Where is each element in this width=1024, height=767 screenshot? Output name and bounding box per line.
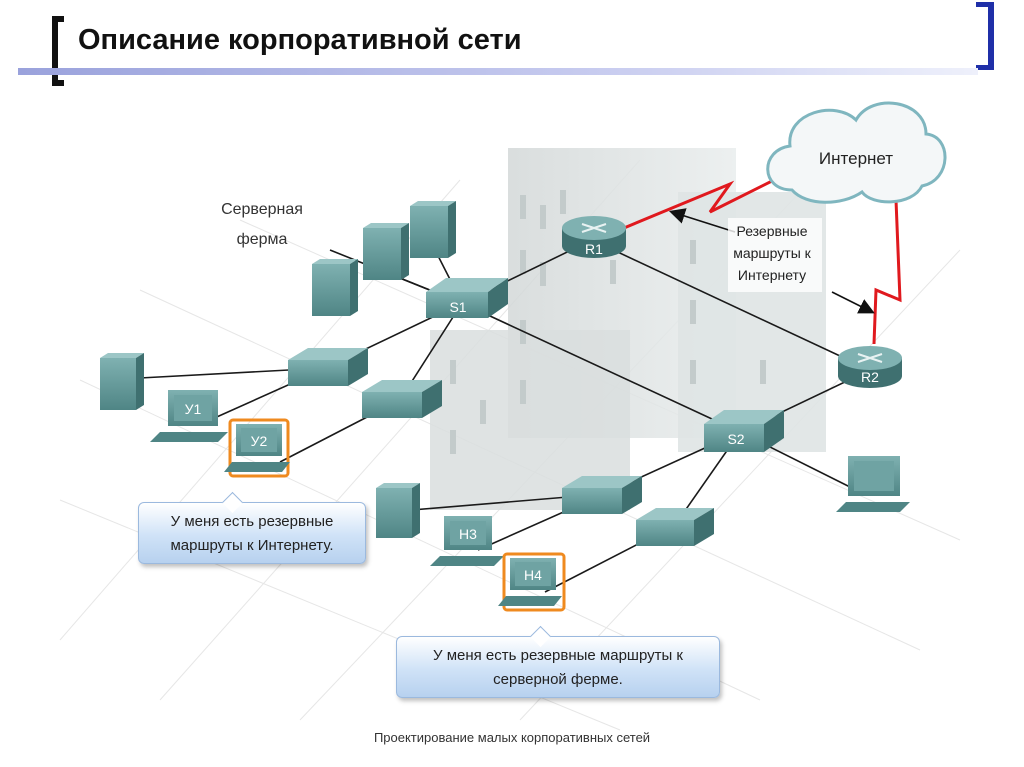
- server-farm-label: Серверная ферма: [221, 201, 303, 248]
- switch-icon: [636, 508, 714, 546]
- routers: R1 R2: [562, 216, 902, 388]
- title-underline: [18, 68, 978, 75]
- server-icon: [376, 483, 420, 538]
- callout-h4: У меня есть резервные маршруты к серверн…: [396, 625, 720, 698]
- router-r2-label: R2: [861, 369, 879, 385]
- workstations: У1 У2 Н3 Н4: [150, 390, 910, 612]
- callout-h4-line2: серверной ферме.: [493, 671, 623, 688]
- pc-y2-icon: У2: [224, 418, 290, 478]
- internet-label: Интернет: [819, 149, 893, 168]
- pc-h4-label: Н4: [524, 567, 542, 583]
- server-icon: [312, 259, 358, 316]
- pc-h3-label: Н3: [459, 526, 477, 542]
- router-r1-icon: R1: [562, 216, 626, 258]
- callout-y2: У меня есть резервные маршруты к Интерне…: [138, 491, 366, 564]
- switch-icon: [562, 476, 642, 514]
- wan-links: [623, 170, 902, 345]
- pc-y1-icon: У1: [150, 390, 228, 442]
- server-icon: [410, 201, 456, 258]
- pc-icon: [836, 456, 910, 512]
- router-r2-icon: R2: [838, 346, 902, 388]
- pc-y2-label: У2: [251, 433, 268, 449]
- switch-s1-icon: S1: [426, 278, 508, 318]
- title-bracket-left: [52, 16, 64, 86]
- switch-s2-icon: S2: [704, 410, 784, 452]
- router-r1-label: R1: [585, 241, 603, 257]
- callout-h4-line1: У меня есть резервные маршруты к: [433, 647, 683, 664]
- pc-h4-icon: Н4: [498, 552, 566, 612]
- svg-text:ферма: ферма: [237, 231, 288, 248]
- svg-text:Резервные: Резервные: [736, 223, 807, 239]
- slide-footer: Проектирование малых корпоративных сетей: [373, 730, 651, 745]
- switch-icon: [362, 380, 442, 418]
- pc-y1-label: У1: [185, 401, 202, 417]
- internet-cloud: Интернет: [766, 101, 947, 204]
- server-icon: [363, 223, 409, 280]
- svg-text:Интернету: Интернету: [738, 267, 806, 283]
- svg-text:Серверная: Серверная: [221, 201, 303, 218]
- switch-icon: [288, 348, 368, 386]
- slide-title: Описание корпоративной сети: [78, 24, 522, 56]
- callout-y2-line2: маршруты к Интернету.: [170, 537, 334, 554]
- backup-route-arrows: [668, 208, 875, 314]
- switches: S1 S2: [288, 278, 784, 546]
- title-bracket-right: [976, 2, 994, 70]
- switch-s2-label: S2: [727, 431, 744, 447]
- server-icon: [100, 353, 144, 410]
- svg-text:маршруты к: маршруты к: [733, 245, 811, 261]
- callout-y2-line1: У меня есть резервные: [170, 513, 334, 530]
- switch-s1-label: S1: [449, 299, 466, 315]
- server-farm: [100, 201, 456, 538]
- backup-routes-label: Резервные маршруты к Интернету: [728, 218, 822, 292]
- pc-h3-icon: Н3: [430, 516, 504, 566]
